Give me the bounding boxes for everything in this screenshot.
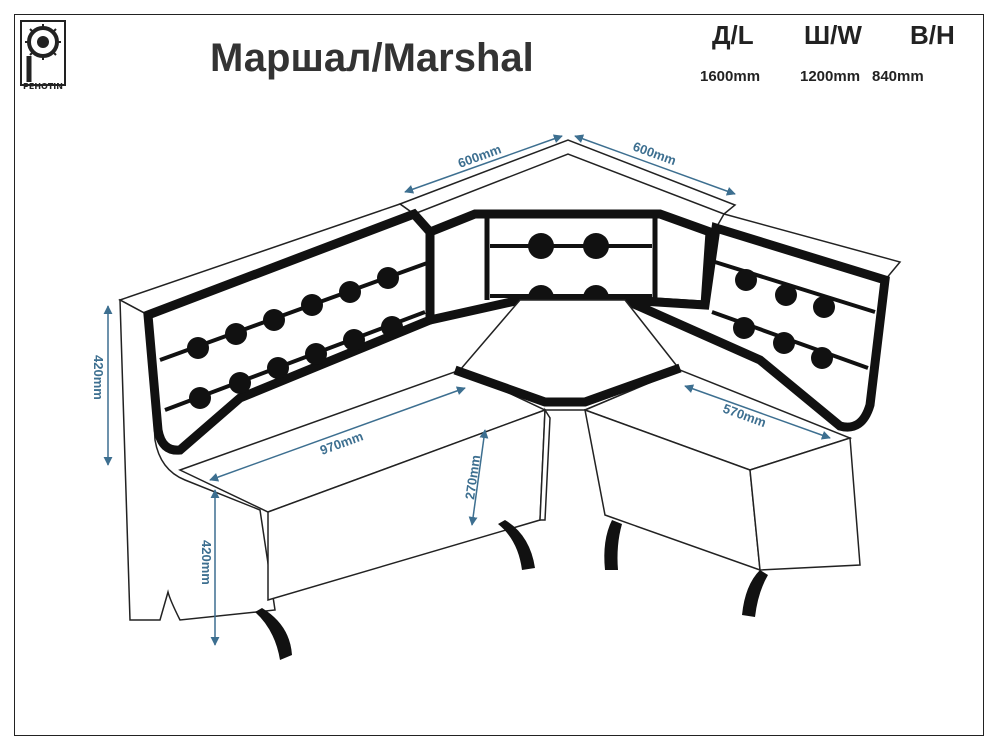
dim-seat-depth: 270mm	[462, 454, 483, 500]
right-backrest	[623, 222, 890, 432]
page-title: Маршал/Marshal	[210, 36, 534, 80]
left-side-panel	[119, 298, 276, 621]
seat-front-edge	[453, 363, 682, 407]
length-label: Д/L	[712, 20, 754, 50]
brand-name: PEHOTIN	[23, 82, 63, 91]
height-label: В/Н	[910, 20, 955, 50]
dim-seat-height: 420mm	[199, 540, 214, 585]
length-value: 1600mm	[700, 68, 761, 85]
legs	[255, 520, 768, 660]
dim-back-left: 600mm	[456, 141, 503, 170]
dim-backrest-height: 420mm	[91, 355, 106, 400]
width-label: Ш/W	[804, 20, 862, 50]
width-value: 1200mm	[800, 68, 861, 85]
drawing-frame	[14, 14, 984, 736]
height-value: 840mm	[872, 68, 924, 85]
dimension-lines	[103, 134, 831, 646]
brand-logo	[20, 20, 66, 86]
dim-back-right: 600mm	[631, 139, 678, 168]
